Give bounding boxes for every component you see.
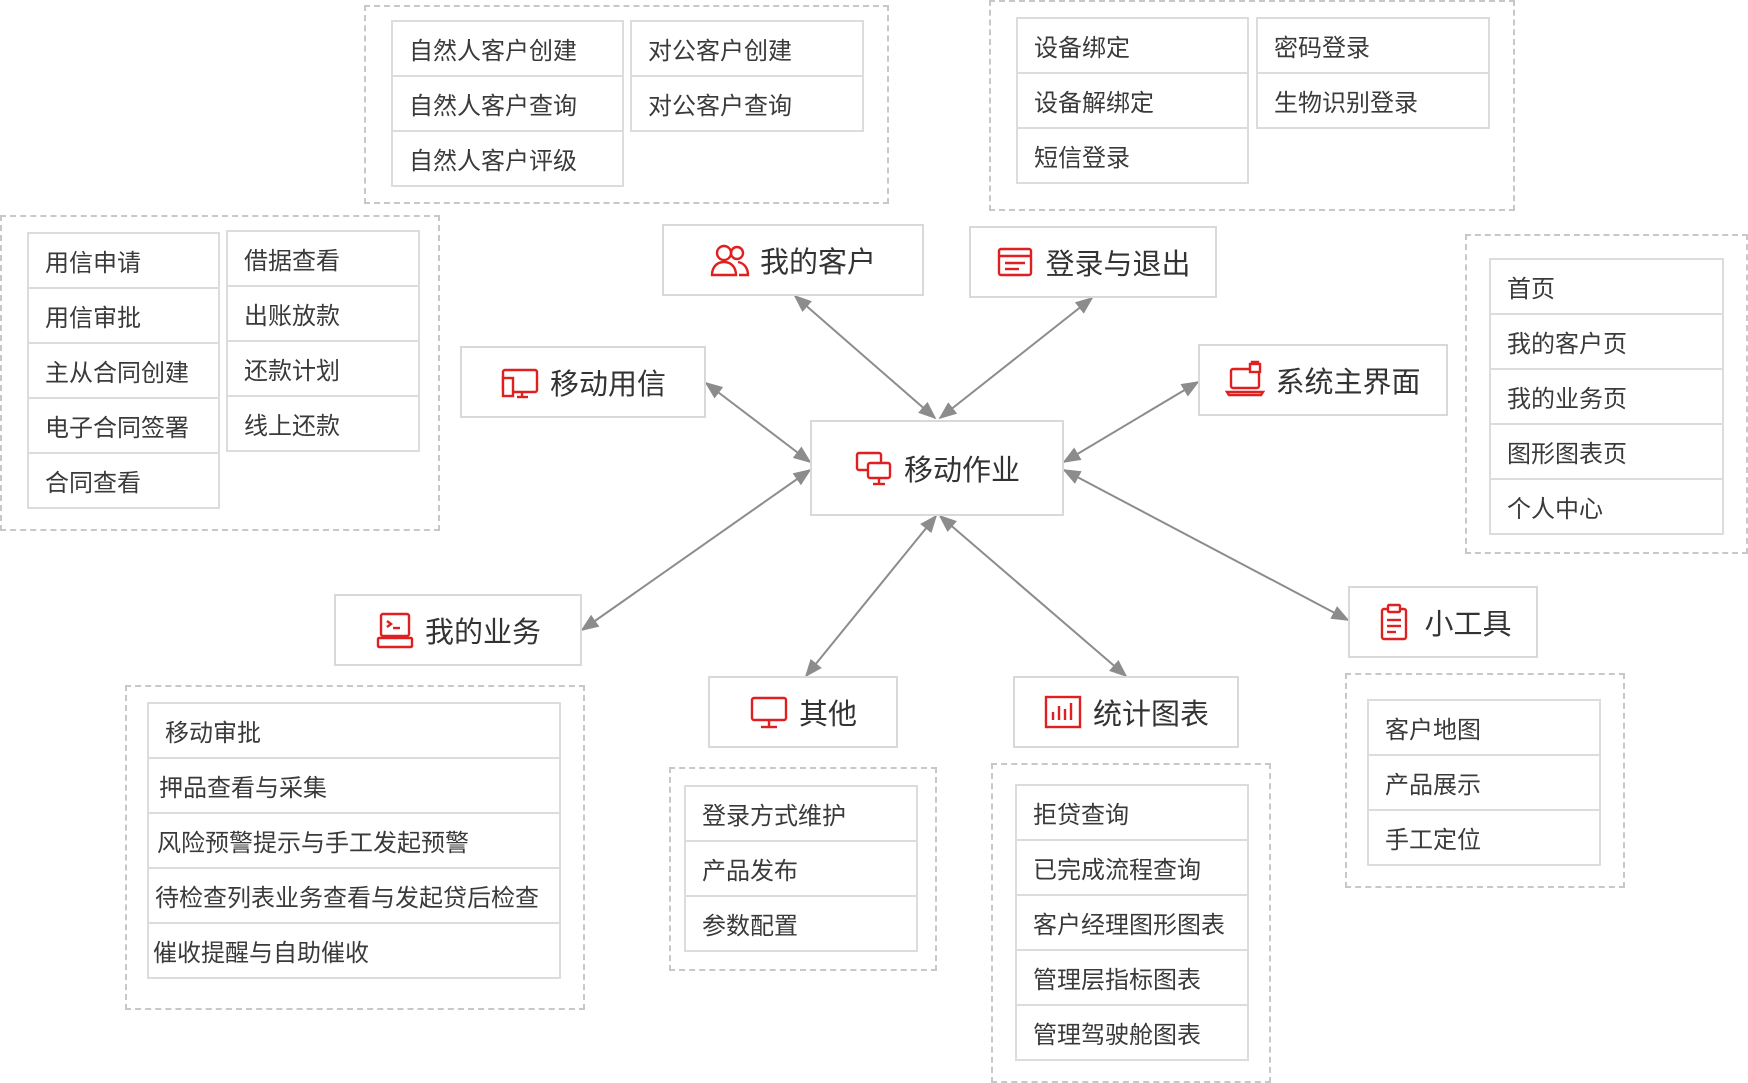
node-main-ui[interactable]: 系统主界面 bbox=[1198, 344, 1448, 416]
node-login-label: 登录与退出 bbox=[1045, 249, 1191, 281]
monitor-icon bbox=[854, 448, 894, 488]
login-card-icon bbox=[995, 242, 1035, 282]
node-other-label: 其他 bbox=[798, 699, 857, 731]
list-item[interactable]: 还款计划 bbox=[226, 340, 420, 397]
list-item[interactable]: 移动审批 bbox=[147, 702, 561, 759]
list-item[interactable]: 自然人客户创建 bbox=[391, 20, 624, 77]
node-credit[interactable]: 移动用信 bbox=[460, 346, 706, 418]
group-business: 移动审批 押品查看与采集 风险预警提示与手工发起预警 待检查列表业务查看与发起贷… bbox=[125, 685, 585, 1010]
list-item[interactable]: 管理层指标图表 bbox=[1015, 949, 1249, 1006]
group-stats: 拒贷查询 已完成流程查询 客户经理图形图表 管理层指标图表 管理驾驶舱图表 bbox=[991, 763, 1271, 1083]
list-item[interactable]: 押品查看与采集 bbox=[147, 757, 561, 814]
list-item[interactable]: 用信申请 bbox=[27, 232, 220, 289]
list-item[interactable]: 对公客户查询 bbox=[630, 75, 864, 132]
group-customers-col2: 对公客户创建 对公客户查询 bbox=[630, 20, 864, 132]
node-login[interactable]: 登录与退出 bbox=[969, 226, 1217, 298]
connector-customers bbox=[793, 294, 937, 420]
node-tools-label: 小工具 bbox=[1424, 609, 1512, 641]
node-customers[interactable]: 我的客户 bbox=[662, 224, 924, 296]
list-item[interactable]: 主从合同创建 bbox=[27, 342, 220, 399]
group-login-col1: 设备绑定 设备解绑定 短信登录 bbox=[1016, 17, 1249, 184]
list-item[interactable]: 自然人客户评级 bbox=[391, 130, 624, 187]
list-item[interactable]: 电子合同签署 bbox=[27, 397, 220, 454]
bar-chart-icon bbox=[1043, 692, 1083, 732]
group-main-ui: 首页 我的客户页 我的业务页 图形图表页 个人中心 bbox=[1465, 234, 1748, 554]
list-item[interactable]: 个人中心 bbox=[1489, 478, 1724, 535]
list-item[interactable]: 自然人客户查询 bbox=[391, 75, 624, 132]
screen-icon bbox=[749, 692, 789, 732]
node-customers-label: 我的客户 bbox=[759, 247, 876, 279]
node-center-label: 移动作业 bbox=[903, 455, 1020, 487]
list-item[interactable]: 参数配置 bbox=[684, 895, 918, 952]
list-item[interactable]: 线上还款 bbox=[226, 395, 420, 452]
group-other: 登录方式维护 产品发布 参数配置 bbox=[669, 767, 937, 971]
list-item[interactable]: 用信审批 bbox=[27, 287, 220, 344]
list-item[interactable]: 借据查看 bbox=[226, 230, 420, 287]
group-login-col2: 密码登录 生物识别登录 bbox=[1256, 17, 1490, 129]
connector-credit bbox=[704, 381, 812, 464]
device-icon bbox=[500, 362, 540, 402]
node-stats[interactable]: 统计图表 bbox=[1013, 676, 1239, 748]
list-item[interactable]: 管理驾驶舱图表 bbox=[1015, 1004, 1249, 1061]
node-center[interactable]: 移动作业 bbox=[810, 420, 1064, 516]
connector-business bbox=[580, 468, 812, 632]
list-item[interactable]: 出账放款 bbox=[226, 285, 420, 342]
list-item[interactable]: 设备绑定 bbox=[1016, 17, 1249, 74]
group-tools-col: 客户地图 产品展示 手工定位 bbox=[1367, 699, 1601, 866]
list-item[interactable]: 待检查列表业务查看与发起贷后检查 bbox=[147, 867, 561, 924]
group-customers: 自然人客户创建 自然人客户查询 自然人客户评级 对公客户创建 对公客户查询 bbox=[364, 5, 889, 204]
node-stats-label: 统计图表 bbox=[1092, 699, 1209, 731]
list-item[interactable]: 对公客户创建 bbox=[630, 20, 864, 77]
connector-other bbox=[804, 514, 938, 678]
clipboard-icon bbox=[1374, 602, 1414, 642]
list-item[interactable]: 产品展示 bbox=[1367, 754, 1601, 811]
group-login: 设备绑定 设备解绑定 短信登录 密码登录 生物识别登录 bbox=[989, 0, 1515, 211]
node-credit-label: 移动用信 bbox=[549, 369, 666, 401]
group-credit: 用信申请 用信审批 主从合同创建 电子合同签署 合同查看 借据查看 出账放款 还… bbox=[0, 215, 440, 531]
group-credit-col1: 用信申请 用信审批 主从合同创建 电子合同签署 合同查看 bbox=[27, 232, 220, 509]
laptop-lock-icon bbox=[1225, 360, 1266, 400]
list-item[interactable]: 设备解绑定 bbox=[1016, 72, 1249, 129]
list-item[interactable]: 客户经理图形图表 bbox=[1015, 894, 1249, 951]
group-other-col: 登录方式维护 产品发布 参数配置 bbox=[684, 785, 918, 952]
connector-login bbox=[938, 296, 1094, 420]
node-business-label: 我的业务 bbox=[424, 617, 541, 649]
list-item[interactable]: 图形图表页 bbox=[1489, 423, 1724, 480]
list-item[interactable]: 短信登录 bbox=[1016, 127, 1249, 184]
connector-stats bbox=[938, 514, 1128, 678]
list-item[interactable]: 合同查看 bbox=[27, 452, 220, 509]
node-tools[interactable]: 小工具 bbox=[1348, 586, 1538, 658]
list-item[interactable]: 产品发布 bbox=[684, 840, 918, 897]
node-other[interactable]: 其他 bbox=[708, 676, 898, 748]
group-credit-col2: 借据查看 出账放款 还款计划 线上还款 bbox=[226, 230, 420, 452]
list-item[interactable]: 风险预警提示与手工发起预警 bbox=[147, 812, 561, 869]
connector-main-ui bbox=[1062, 381, 1200, 463]
group-customers-col1: 自然人客户创建 自然人客户查询 自然人客户评级 bbox=[391, 20, 624, 187]
list-item[interactable]: 生物识别登录 bbox=[1256, 72, 1490, 129]
list-item[interactable]: 拒贷查询 bbox=[1015, 784, 1249, 841]
group-business-col: 移动审批 押品查看与采集 风险预警提示与手工发起预警 待检查列表业务查看与发起贷… bbox=[147, 702, 561, 979]
list-item[interactable]: 客户地图 bbox=[1367, 699, 1601, 756]
connector-tools bbox=[1062, 469, 1350, 621]
list-item[interactable]: 登录方式维护 bbox=[684, 785, 918, 842]
list-item[interactable]: 已完成流程查询 bbox=[1015, 839, 1249, 896]
list-item[interactable]: 我的业务页 bbox=[1489, 368, 1724, 425]
list-item[interactable]: 首页 bbox=[1489, 258, 1724, 315]
group-tools: 客户地图 产品展示 手工定位 bbox=[1345, 673, 1625, 888]
group-main-ui-col: 首页 我的客户页 我的业务页 图形图表页 个人中心 bbox=[1489, 258, 1724, 535]
users-icon bbox=[710, 240, 750, 280]
terminal-icon bbox=[375, 610, 415, 650]
node-main-ui-label: 系统主界面 bbox=[1275, 367, 1421, 399]
node-business[interactable]: 我的业务 bbox=[334, 594, 582, 666]
list-item[interactable]: 我的客户页 bbox=[1489, 313, 1724, 370]
list-item[interactable]: 手工定位 bbox=[1367, 809, 1601, 866]
list-item[interactable]: 密码登录 bbox=[1256, 17, 1490, 74]
group-stats-col: 拒贷查询 已完成流程查询 客户经理图形图表 管理层指标图表 管理驾驶舱图表 bbox=[1015, 784, 1249, 1061]
list-item[interactable]: 催收提醒与自助催收 bbox=[147, 922, 561, 979]
